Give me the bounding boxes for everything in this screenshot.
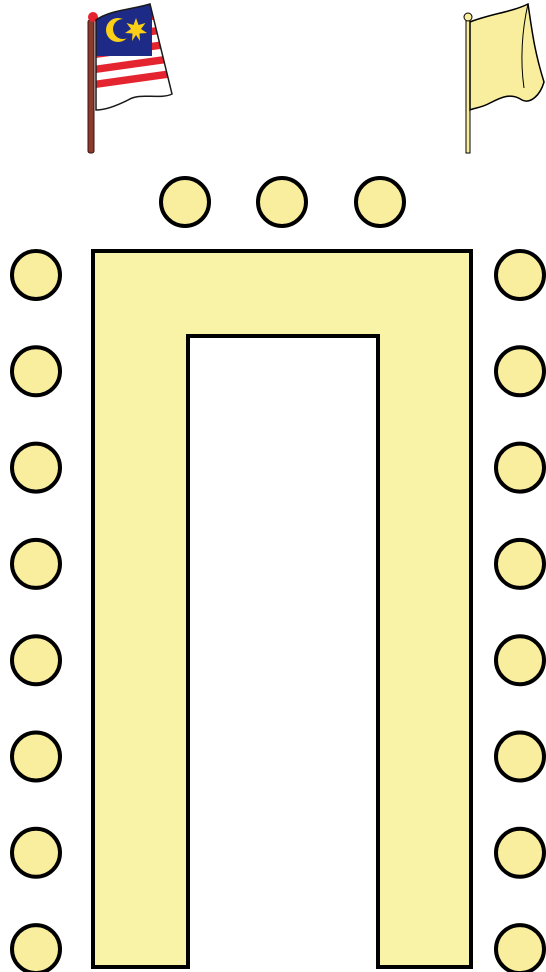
- left-chair-1: [12, 251, 60, 299]
- head-chair-2: [258, 178, 306, 226]
- left-chair-2: [12, 347, 60, 395]
- left-chair-6: [12, 733, 60, 781]
- right-chair-6: [496, 733, 544, 781]
- u-shaped-table: [93, 251, 471, 967]
- right-chair-4: [496, 540, 544, 588]
- head-chair-3: [356, 178, 404, 226]
- right-chair-8: [496, 925, 544, 972]
- left-chair-4: [12, 540, 60, 588]
- malaysia-flag-icon: [88, 0, 180, 153]
- left-chair-3: [12, 444, 60, 492]
- flag-pole: [88, 20, 94, 153]
- right-chair-5: [496, 636, 544, 684]
- left-chair-7: [12, 829, 60, 877]
- head-chair-1: [161, 178, 209, 226]
- right-chair-3: [496, 444, 544, 492]
- right-chair-1: [496, 251, 544, 299]
- right-chair-2: [496, 347, 544, 395]
- plain-flag-icon: [464, 4, 544, 153]
- right-chair-7: [496, 829, 544, 877]
- left-chair-5: [12, 636, 60, 684]
- left-chair-8: [12, 925, 60, 972]
